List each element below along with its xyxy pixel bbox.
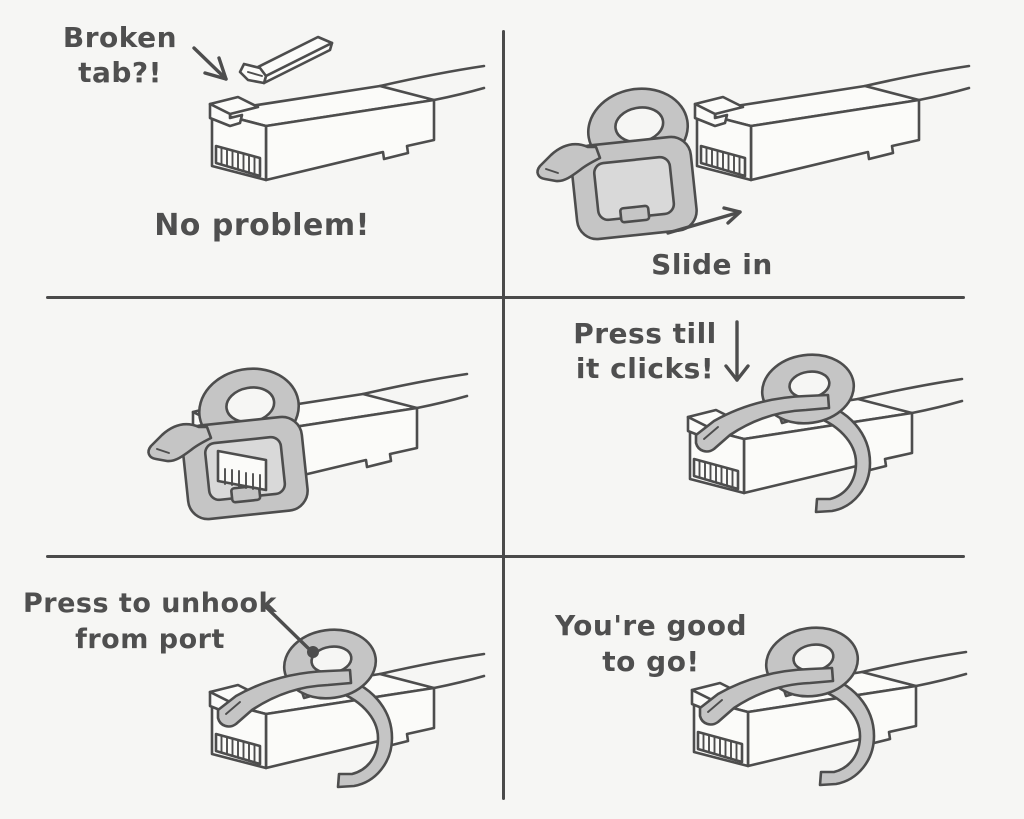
arrow-up-right-icon xyxy=(666,206,742,235)
pointer-line-icon xyxy=(263,604,319,658)
broken-tab-illustration xyxy=(192,35,486,182)
clip-inserted-illustration xyxy=(147,359,469,523)
caption-press-till-clicks: Press till it clicks! xyxy=(545,316,745,386)
caption-no-problem: No problem! xyxy=(154,208,370,243)
rj45-plug xyxy=(693,64,971,182)
caption-press-to-unhook-line2: from port xyxy=(75,624,225,655)
grid-divider-horizontal-top xyxy=(46,296,965,299)
caption-slide-in: Slide in xyxy=(651,248,773,281)
snapped-latch-piece xyxy=(238,35,334,85)
caption-good-to-go-line2: to go! xyxy=(602,645,700,678)
panel-good-to-go: You're good to go! xyxy=(504,558,1024,819)
grid-divider-horizontal-bottom xyxy=(46,555,965,558)
caption-press-till-clicks-line2: it clicks! xyxy=(575,352,715,385)
press-to-unhook-illustration xyxy=(0,604,502,819)
caption-broken-tab-line1: Broken xyxy=(62,21,178,54)
panel-press-till-clicks: Press till it clicks! xyxy=(504,299,1024,555)
repair-clip xyxy=(147,359,311,523)
caption-broken-tab-line2: tab?! xyxy=(78,56,162,89)
plug-face-in-clip-window xyxy=(216,449,268,492)
panel-clip-inserted xyxy=(0,299,502,555)
caption-press-to-unhook-line1: Press to unhook xyxy=(22,588,278,619)
arrow-down-icon xyxy=(724,320,750,382)
panel-slide-in: Slide in xyxy=(504,0,1024,296)
caption-good-to-go: You're good to go! xyxy=(545,608,757,680)
press-till-clicks-illustration xyxy=(504,320,1024,555)
panel-broken-tab: Broken tab?! No problem! xyxy=(0,0,502,296)
caption-press-till-clicks-line1: Press till xyxy=(573,317,717,350)
repair-clip xyxy=(536,79,700,243)
caption-good-to-go-line1: You're good xyxy=(554,609,748,642)
caption-broken-tab: Broken tab?! xyxy=(30,20,210,90)
panel-press-to-unhook: Press to unhook from port xyxy=(0,558,502,819)
grid-divider-vertical xyxy=(502,30,505,800)
caption-press-to-unhook: Press to unhook from port xyxy=(0,586,300,658)
good-to-go-illustration xyxy=(504,558,1024,819)
rj45-plug xyxy=(208,64,486,182)
slide-in-illustration xyxy=(536,64,971,243)
arrow-down-right-icon xyxy=(192,46,228,81)
